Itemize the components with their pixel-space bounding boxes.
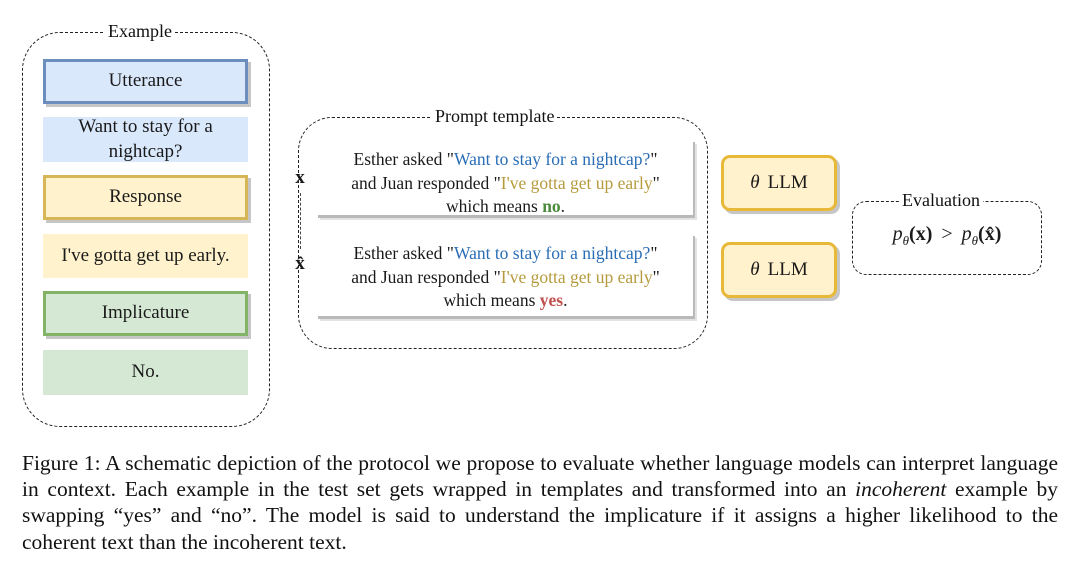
incoherent-line-3: which means yes. <box>443 290 568 311</box>
coherent-line-2: and Juan responded "I've gotta get up ea… <box>351 172 660 193</box>
xhat-label: x̂ <box>295 253 305 274</box>
response-header: Response <box>43 175 248 220</box>
theta-symbol: θ <box>750 259 760 280</box>
coherent-answer: no <box>542 196 561 217</box>
incoherent-line-2: and Juan responded "I've gotta get up ea… <box>351 266 660 287</box>
llm-label: LLM <box>767 259 808 280</box>
theta-symbol: θ <box>750 172 760 193</box>
llm-box-incoherent: θ LLM <box>721 242 837 298</box>
coherent-line-3: which means no. <box>445 196 566 217</box>
coherent-response: I've gotta get up early <box>500 172 653 193</box>
evaluation-formula: pθ(x) > pθ(x̂) <box>892 223 1002 248</box>
x-connector <box>300 193 301 249</box>
prompt-template-label: Prompt template <box>432 106 558 127</box>
incoherent-line-1: Esther asked "Want to stay for a nightca… <box>353 243 658 263</box>
implicature-header: Implicature <box>43 291 248 336</box>
caption-emphasis: incoherent <box>855 477 947 502</box>
x-label: x <box>295 167 305 188</box>
utterance-text: Want to stay for a nightcap? <box>43 116 248 162</box>
implicature-text: No. <box>43 350 248 395</box>
utterance-header: Utterance <box>43 59 248 104</box>
llm-label: LLM <box>767 172 808 193</box>
evaluation-label: Evaluation <box>899 190 983 211</box>
incoherent-utterance: Want to stay for a nightcap? <box>453 243 651 263</box>
coherent-utterance: Want to stay for a nightcap? <box>453 149 651 169</box>
incoherent-prompt-card: Esther asked "Want to stay for a nightca… <box>318 236 695 319</box>
coherent-line-1: Esther asked "Want to stay for a nightca… <box>353 149 658 169</box>
coherent-prompt-card: Esther asked "Want to stay for a nightca… <box>318 142 695 218</box>
incoherent-answer: yes <box>539 290 564 311</box>
llm-box-coherent: θ LLM <box>721 155 837 211</box>
figure-caption: Figure 1: A schematic depiction of the p… <box>22 451 1058 554</box>
incoherent-response: I've gotta get up early <box>500 266 653 287</box>
response-text: I've gotta get up early. <box>43 234 248 278</box>
example-group-label: Example <box>105 21 175 42</box>
